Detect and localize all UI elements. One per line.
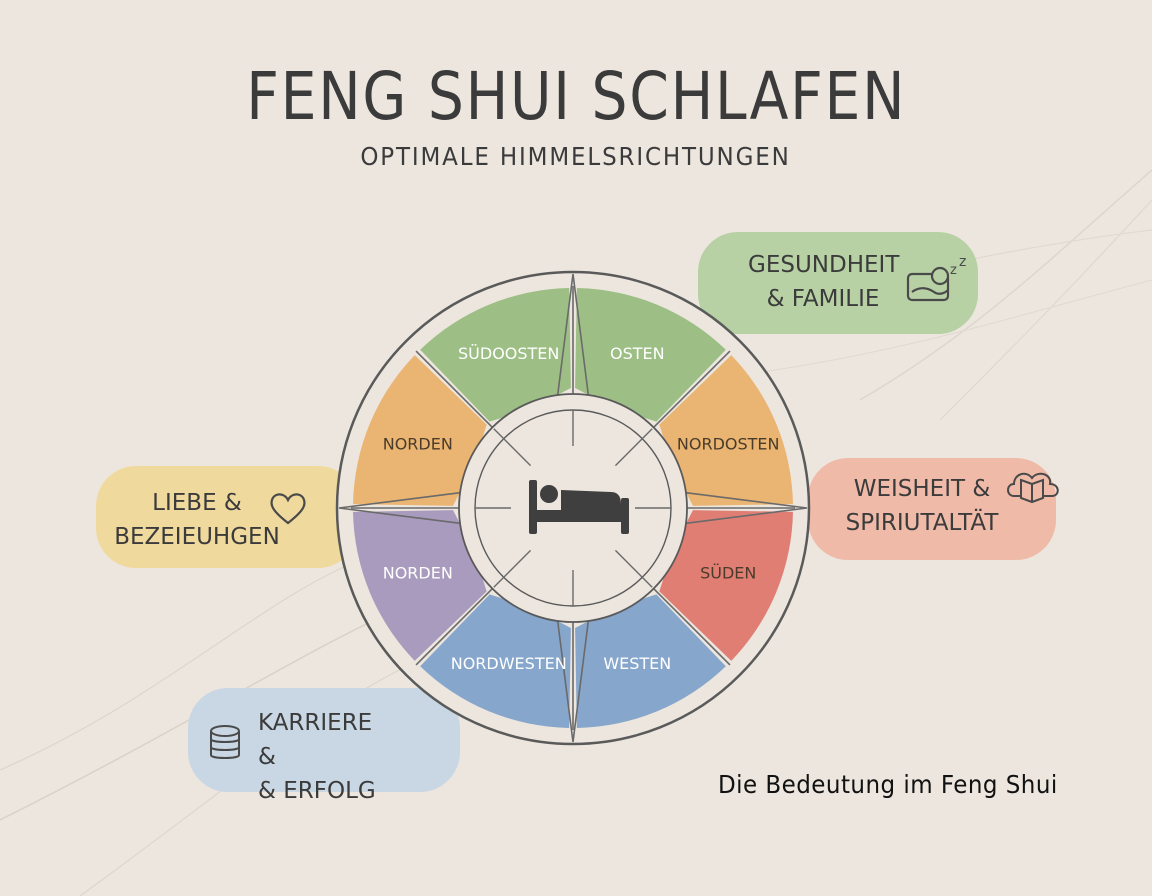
heart-icon <box>270 493 306 525</box>
wheel-segment <box>575 288 726 422</box>
wheel-segment-label: SÜDOOSTEN <box>458 344 559 363</box>
coins-icon <box>210 725 240 759</box>
wheel-segment <box>420 594 571 728</box>
callout-career-line2: & ERFOLG <box>258 778 376 804</box>
wheel-spoke <box>647 582 731 666</box>
wheel-crosshair-line <box>493 549 532 588</box>
callout-career-line1: KARRIERE & <box>258 710 373 770</box>
wheel-segment-label: NORDEN <box>383 435 453 454</box>
compass-wheel: SÜDOOSTEN OSTEN NORDOSTEN SÜDEN WESTEN NORDWE… <box>335 270 811 746</box>
callout-love-line1: LIEBE & <box>152 490 242 516</box>
callout-wisdom-line2: SPIRIUTALTÄT <box>845 510 999 536</box>
wheel-segment-label: WESTEN <box>603 654 671 673</box>
wheel-star-point <box>338 491 463 525</box>
wheel-segment-label: SÜDEN <box>700 563 756 582</box>
wheel-crosshair-line <box>493 428 532 467</box>
wheel-segment-label: OSTEN <box>610 344 665 363</box>
wheel-spoke <box>415 350 499 434</box>
wheel-spoke <box>647 350 731 434</box>
wheel-segment <box>420 288 571 422</box>
page-subtitle: OPTIMALE HIMMELSRICHTUNGEN <box>360 142 791 171</box>
sleep-icon: z z <box>906 254 966 302</box>
bed-icon <box>529 480 629 534</box>
wheel-segment <box>575 594 726 728</box>
wheel-segment-label: NORDEN <box>383 563 453 582</box>
wheel-segment-label: NORDWESTEN <box>451 654 567 673</box>
wheel-star-point <box>556 618 590 743</box>
wheel-spoke <box>415 582 499 666</box>
footer-caption: Die Bedeutung im Feng Shui <box>718 770 1058 799</box>
callout-love-relationships: LIEBE & BEZEIEUHGEN <box>96 466 358 568</box>
wheel-segment <box>659 355 793 506</box>
callout-health-family: GESUNDHEIT & FAMILIE z z <box>698 232 978 334</box>
wheel-segment <box>353 510 487 661</box>
callout-love-line2: BEZEIEUHGEN <box>114 524 280 550</box>
wheel-star-point <box>683 491 808 525</box>
wheel-segment <box>353 355 487 506</box>
svg-text:z: z <box>950 263 957 278</box>
wheel-star-point <box>556 273 590 398</box>
book-icon <box>1007 472 1059 504</box>
svg-text:z: z <box>959 254 966 270</box>
callout-health-line2: & FAMILIE <box>766 286 880 312</box>
page-title: FENG SHUI SCHLAFEN <box>246 58 907 135</box>
callout-career-success: KARRIERE & & ERFOLG <box>188 688 460 804</box>
wheel-segment <box>659 510 793 661</box>
wheel-crosshair-line <box>614 428 653 467</box>
callout-wisdom-line1: WEISHEIT & <box>853 476 991 502</box>
wheel-segment-label: NORDOSTEN <box>677 435 780 454</box>
callout-health-line1: GESUNDHEIT <box>748 252 900 278</box>
callout-wisdom-spirituality: WEISHEIT & SPIRIUTALTÄT <box>808 458 1059 560</box>
wheel-crosshair-line <box>614 549 653 588</box>
